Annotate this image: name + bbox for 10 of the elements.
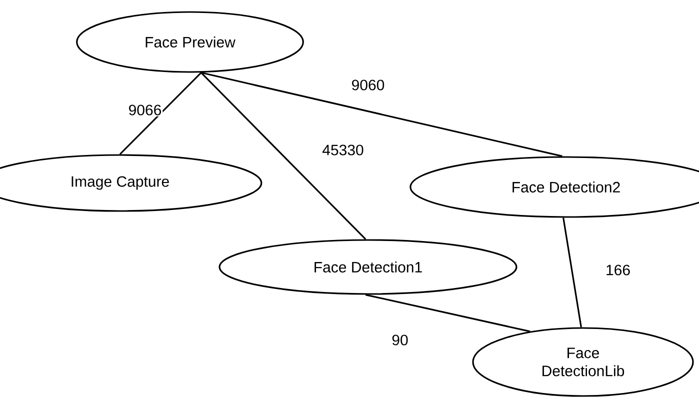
edge-label: 90 — [390, 334, 410, 346]
connector-line — [365, 294, 530, 332]
connector-line — [562, 218, 582, 328]
connector-line — [200, 72, 366, 240]
edge-label: 9066 — [127, 104, 163, 116]
connector-line — [119, 72, 202, 155]
edge-label: 166 — [604, 264, 632, 276]
edge-label: 45330 — [321, 144, 365, 156]
edge-label: 9060 — [350, 78, 386, 92]
connector-line — [200, 72, 562, 157]
